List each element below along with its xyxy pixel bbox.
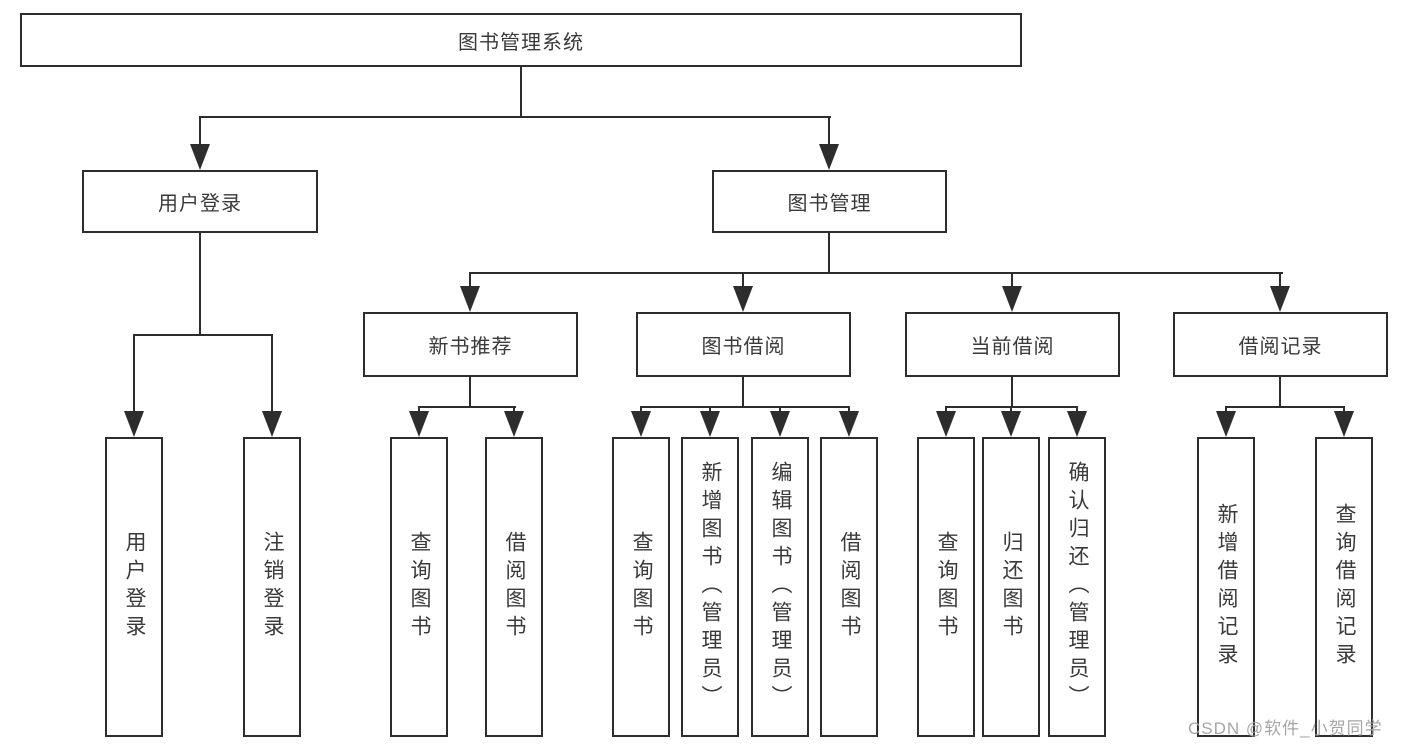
- node-book-mgmt-label: 图书管理: [787, 193, 872, 215]
- leaf-add-borrow-record-label: 新增借阅记录: [1215, 503, 1238, 671]
- connector-book-mgmt-horizontal: [469, 272, 1283, 274]
- arrowhead: [839, 411, 859, 437]
- arrowhead: [1216, 411, 1236, 437]
- arrowhead-leaf-login: [124, 411, 144, 437]
- connector-stub-current-borrow: [1011, 272, 1013, 288]
- connector-user-login-vertical: [199, 231, 201, 336]
- connector-stub: [1225, 406, 1227, 414]
- leaf-query-books-current: 查询图书: [917, 437, 975, 737]
- node-book-borrow-label: 图书借阅: [701, 336, 786, 358]
- leaf-borrow-books: 借阅图书: [820, 437, 878, 737]
- connector-current-borrow-vertical: [1011, 375, 1013, 408]
- leaf-query-books-recommend: 查询图书: [390, 437, 448, 737]
- leaf-logout-label: 注销登录: [261, 531, 284, 643]
- connector-borrow-records-vertical: [1279, 375, 1281, 408]
- leaf-logout: 注销登录: [243, 437, 301, 737]
- arrowhead: [1334, 411, 1354, 437]
- node-user-login-label: 用户登录: [158, 193, 242, 215]
- arrowhead: [504, 411, 524, 437]
- connector-stub-book-mgmt: [828, 116, 830, 148]
- connector-stub-user-login: [199, 116, 201, 148]
- leaf-query-books-recommend-label: 查询图书: [408, 531, 431, 643]
- arrowhead-leaf-logout: [262, 411, 282, 437]
- connector-book-borrow-horizontal: [640, 406, 850, 408]
- arrowhead: [936, 411, 956, 437]
- leaf-return-book-label: 归还图书: [1000, 531, 1023, 643]
- node-current-borrow-label: 当前借阅: [970, 336, 1055, 358]
- arrowhead: [700, 411, 720, 437]
- connector-stub: [1010, 406, 1012, 414]
- node-new-book-recommend-label: 新书推荐: [428, 336, 513, 358]
- arrowhead: [1067, 411, 1087, 437]
- node-borrow-records: 借阅记录: [1173, 312, 1388, 377]
- connector-new-book-vertical: [469, 375, 471, 408]
- connector-stub-new-book: [469, 272, 471, 288]
- leaf-query-books-borrow: 查询图书: [612, 437, 670, 737]
- node-new-book-recommend: 新书推荐: [363, 312, 578, 377]
- node-root-label: 图书管理系统: [458, 31, 584, 54]
- leaf-add-book-admin: 新增图书（管理员）: [681, 437, 739, 737]
- leaf-edit-book-admin-label: 编辑图书（管理员）: [769, 461, 792, 713]
- watermark: CSDN @软件_小贺同学: [1188, 719, 1383, 738]
- arrowhead-current-borrow: [1002, 286, 1022, 312]
- node-current-borrow: 当前借阅: [905, 312, 1120, 377]
- connector-root-horizontal: [199, 116, 831, 118]
- leaf-user-login: 用户登录: [105, 437, 163, 737]
- connector-root-vertical: [520, 66, 522, 118]
- connector-stub: [1343, 406, 1345, 414]
- leaf-query-borrow-record: 查询借阅记录: [1315, 437, 1373, 737]
- arrowhead-book-mgmt: [819, 144, 839, 170]
- leaf-add-book-admin-label: 新增图书（管理员）: [699, 461, 722, 713]
- node-book-mgmt: 图书管理: [712, 170, 947, 233]
- arrowhead-new-book: [460, 286, 480, 312]
- arrowhead: [631, 411, 651, 437]
- leaf-borrow-books-label: 借阅图书: [838, 531, 861, 643]
- connector-stub-borrow-records: [1279, 272, 1281, 288]
- leaf-borrow-books-recommend: 借阅图书: [485, 437, 543, 737]
- leaf-confirm-return-admin-label: 确认归还（管理员）: [1066, 461, 1089, 713]
- connector-book-mgmt-vertical: [828, 231, 830, 274]
- leaf-return-book: 归还图书: [982, 437, 1040, 737]
- arrowhead: [1001, 411, 1021, 437]
- arrowhead-book-borrow: [733, 286, 753, 312]
- leaf-confirm-return-admin: 确认归还（管理员）: [1048, 437, 1106, 737]
- leaf-user-login-label: 用户登录: [123, 531, 146, 643]
- connector-stub-book-borrow: [742, 272, 744, 288]
- arrowhead: [770, 411, 790, 437]
- arrowhead: [409, 411, 429, 437]
- connector-stub: [418, 406, 420, 414]
- connector-new-book-horizontal: [418, 406, 516, 408]
- leaf-edit-book-admin: 编辑图书（管理员）: [751, 437, 809, 737]
- connector-stub: [513, 406, 515, 414]
- connector-stub: [779, 406, 781, 414]
- connector-book-borrow-vertical: [742, 375, 744, 408]
- arrowhead-borrow-records: [1270, 286, 1290, 312]
- node-user-login: 用户登录: [82, 170, 318, 233]
- connector-stub-leaf-logout: [271, 334, 273, 412]
- connector-stub: [640, 406, 642, 414]
- node-borrow-records-label: 借阅记录: [1238, 336, 1323, 358]
- node-root: 图书管理系统: [20, 13, 1022, 67]
- leaf-borrow-books-recommend-label: 借阅图书: [503, 531, 526, 643]
- connector-stub: [1076, 406, 1078, 414]
- node-book-borrow: 图书借阅: [636, 312, 851, 377]
- connector-stub: [709, 406, 711, 414]
- leaf-add-borrow-record: 新增借阅记录: [1197, 437, 1255, 737]
- connector-user-login-horizontal: [133, 334, 273, 336]
- arrowhead-user-login: [190, 144, 210, 170]
- leaf-query-books-borrow-label: 查询图书: [630, 531, 653, 643]
- leaf-query-books-current-label: 查询图书: [935, 531, 958, 643]
- connector-stub-leaf-login: [133, 334, 135, 412]
- connector-stub: [848, 406, 850, 414]
- leaf-query-borrow-record-label: 查询借阅记录: [1333, 503, 1356, 671]
- connector-borrow-records-horizontal: [1225, 406, 1345, 408]
- connector-stub: [945, 406, 947, 414]
